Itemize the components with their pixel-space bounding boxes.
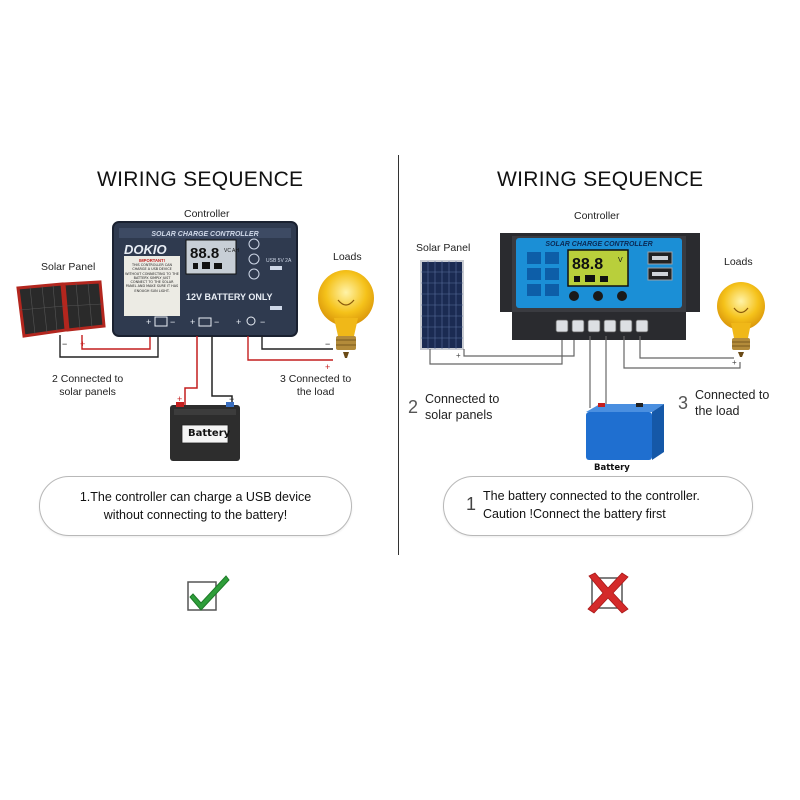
right-lcd-unit: V	[618, 257, 623, 264]
svg-text:+: +	[177, 394, 182, 404]
right-controller-label: Controller	[574, 210, 620, 222]
right-lcd-reading: 88.8	[572, 256, 603, 273]
svg-text:+: +	[732, 358, 737, 367]
svg-text:−: −	[214, 317, 219, 327]
svg-text:+: +	[190, 317, 195, 327]
right-loads-label: Loads	[724, 256, 753, 268]
left-usb-label: USB 5V 2A	[266, 258, 292, 264]
right-solar-label: Solar Panel	[416, 242, 471, 254]
left-lcd-units: VC AH	[224, 248, 239, 254]
svg-text:+: +	[80, 339, 85, 349]
svg-text:−: −	[325, 339, 330, 349]
svg-text:+: +	[146, 317, 151, 327]
left-controller-header: SOLAR CHARGE CONTROLLER	[151, 231, 258, 238]
left-controller-notice: THIS CONTROLLER CAN CHARGE A USB DEVICE …	[125, 263, 179, 293]
left-solar-panel	[16, 280, 106, 338]
left-conn-load-label: 3 Connected to the load	[280, 373, 352, 398]
svg-text:+: +	[236, 317, 241, 327]
left-solar-wires	[59, 330, 159, 358]
right-wiring-diagram: + SOLAR CHARGE CONTROLLER 88.8 V	[420, 233, 765, 460]
left-lcd-reading: 88.8	[190, 245, 219, 262]
svg-text:−: −	[170, 317, 175, 327]
right-conn-solar-number: 2	[408, 397, 419, 417]
left-loads-label: Loads	[333, 251, 362, 263]
right-load-wires	[623, 336, 741, 369]
left-solar-label: Solar Panel	[41, 261, 96, 273]
right-note-box: 1 The battery connected to the controlle…	[443, 476, 753, 536]
left-conn-solar-label: 2 Connected to solar panels	[52, 373, 124, 398]
svg-text:+: +	[456, 351, 461, 360]
right-note-text: The battery connected to the controller.…	[483, 489, 700, 521]
svg-text:−: −	[229, 394, 234, 404]
right-conn-load-number: 3	[678, 393, 689, 413]
right-battery-label: Battery	[594, 463, 630, 473]
cross-icon	[587, 572, 629, 614]
left-controller-label: Controller	[184, 208, 230, 220]
left-note-box: 1.The controller can charge a USB device…	[39, 476, 352, 536]
right-battery-wires	[589, 336, 607, 408]
right-battery	[586, 403, 664, 460]
left-controller: SOLAR CHARGE CONTROLLER DOKIO IMPORTANT!…	[112, 221, 298, 337]
left-controller-brand: DOKIO	[124, 242, 167, 257]
right-conn-solar-label: Connected to solar panels	[425, 392, 500, 422]
check-icon	[187, 575, 230, 611]
right-controller-header: SOLAR CHARGE CONTROLLER	[545, 241, 652, 248]
right-conn-load-label: Connected to the load	[695, 388, 770, 418]
right-solar-panel	[420, 260, 464, 350]
left-note-text: 1.The controller can charge a USB device…	[79, 490, 312, 522]
left-battery	[170, 402, 240, 461]
right-bulb-icon	[717, 282, 765, 357]
left-bulb-icon	[318, 270, 374, 358]
svg-text:−: −	[62, 339, 67, 349]
svg-text:−: −	[260, 317, 265, 327]
left-wiring-diagram: − + SOLAR CHARGE CONTROLLER DOKIO IMPORT…	[16, 221, 374, 461]
svg-text:+: +	[325, 362, 330, 372]
right-solar-wires	[429, 336, 575, 365]
left-controller-model: 12V BATTERY ONLY	[186, 292, 273, 302]
right-controller: SOLAR CHARGE CONTROLLER 88.8 V	[500, 233, 700, 340]
center-divider	[398, 155, 399, 555]
left-title: WIRING SEQUENCE	[97, 168, 304, 191]
left-load-wires	[247, 336, 333, 361]
right-note-number: 1	[466, 494, 477, 514]
right-title: WIRING SEQUENCE	[497, 168, 704, 191]
left-controller-important: IMPORTANT!	[139, 258, 165, 263]
left-battery-wires	[184, 336, 233, 405]
left-battery-label: Battery	[188, 428, 231, 439]
